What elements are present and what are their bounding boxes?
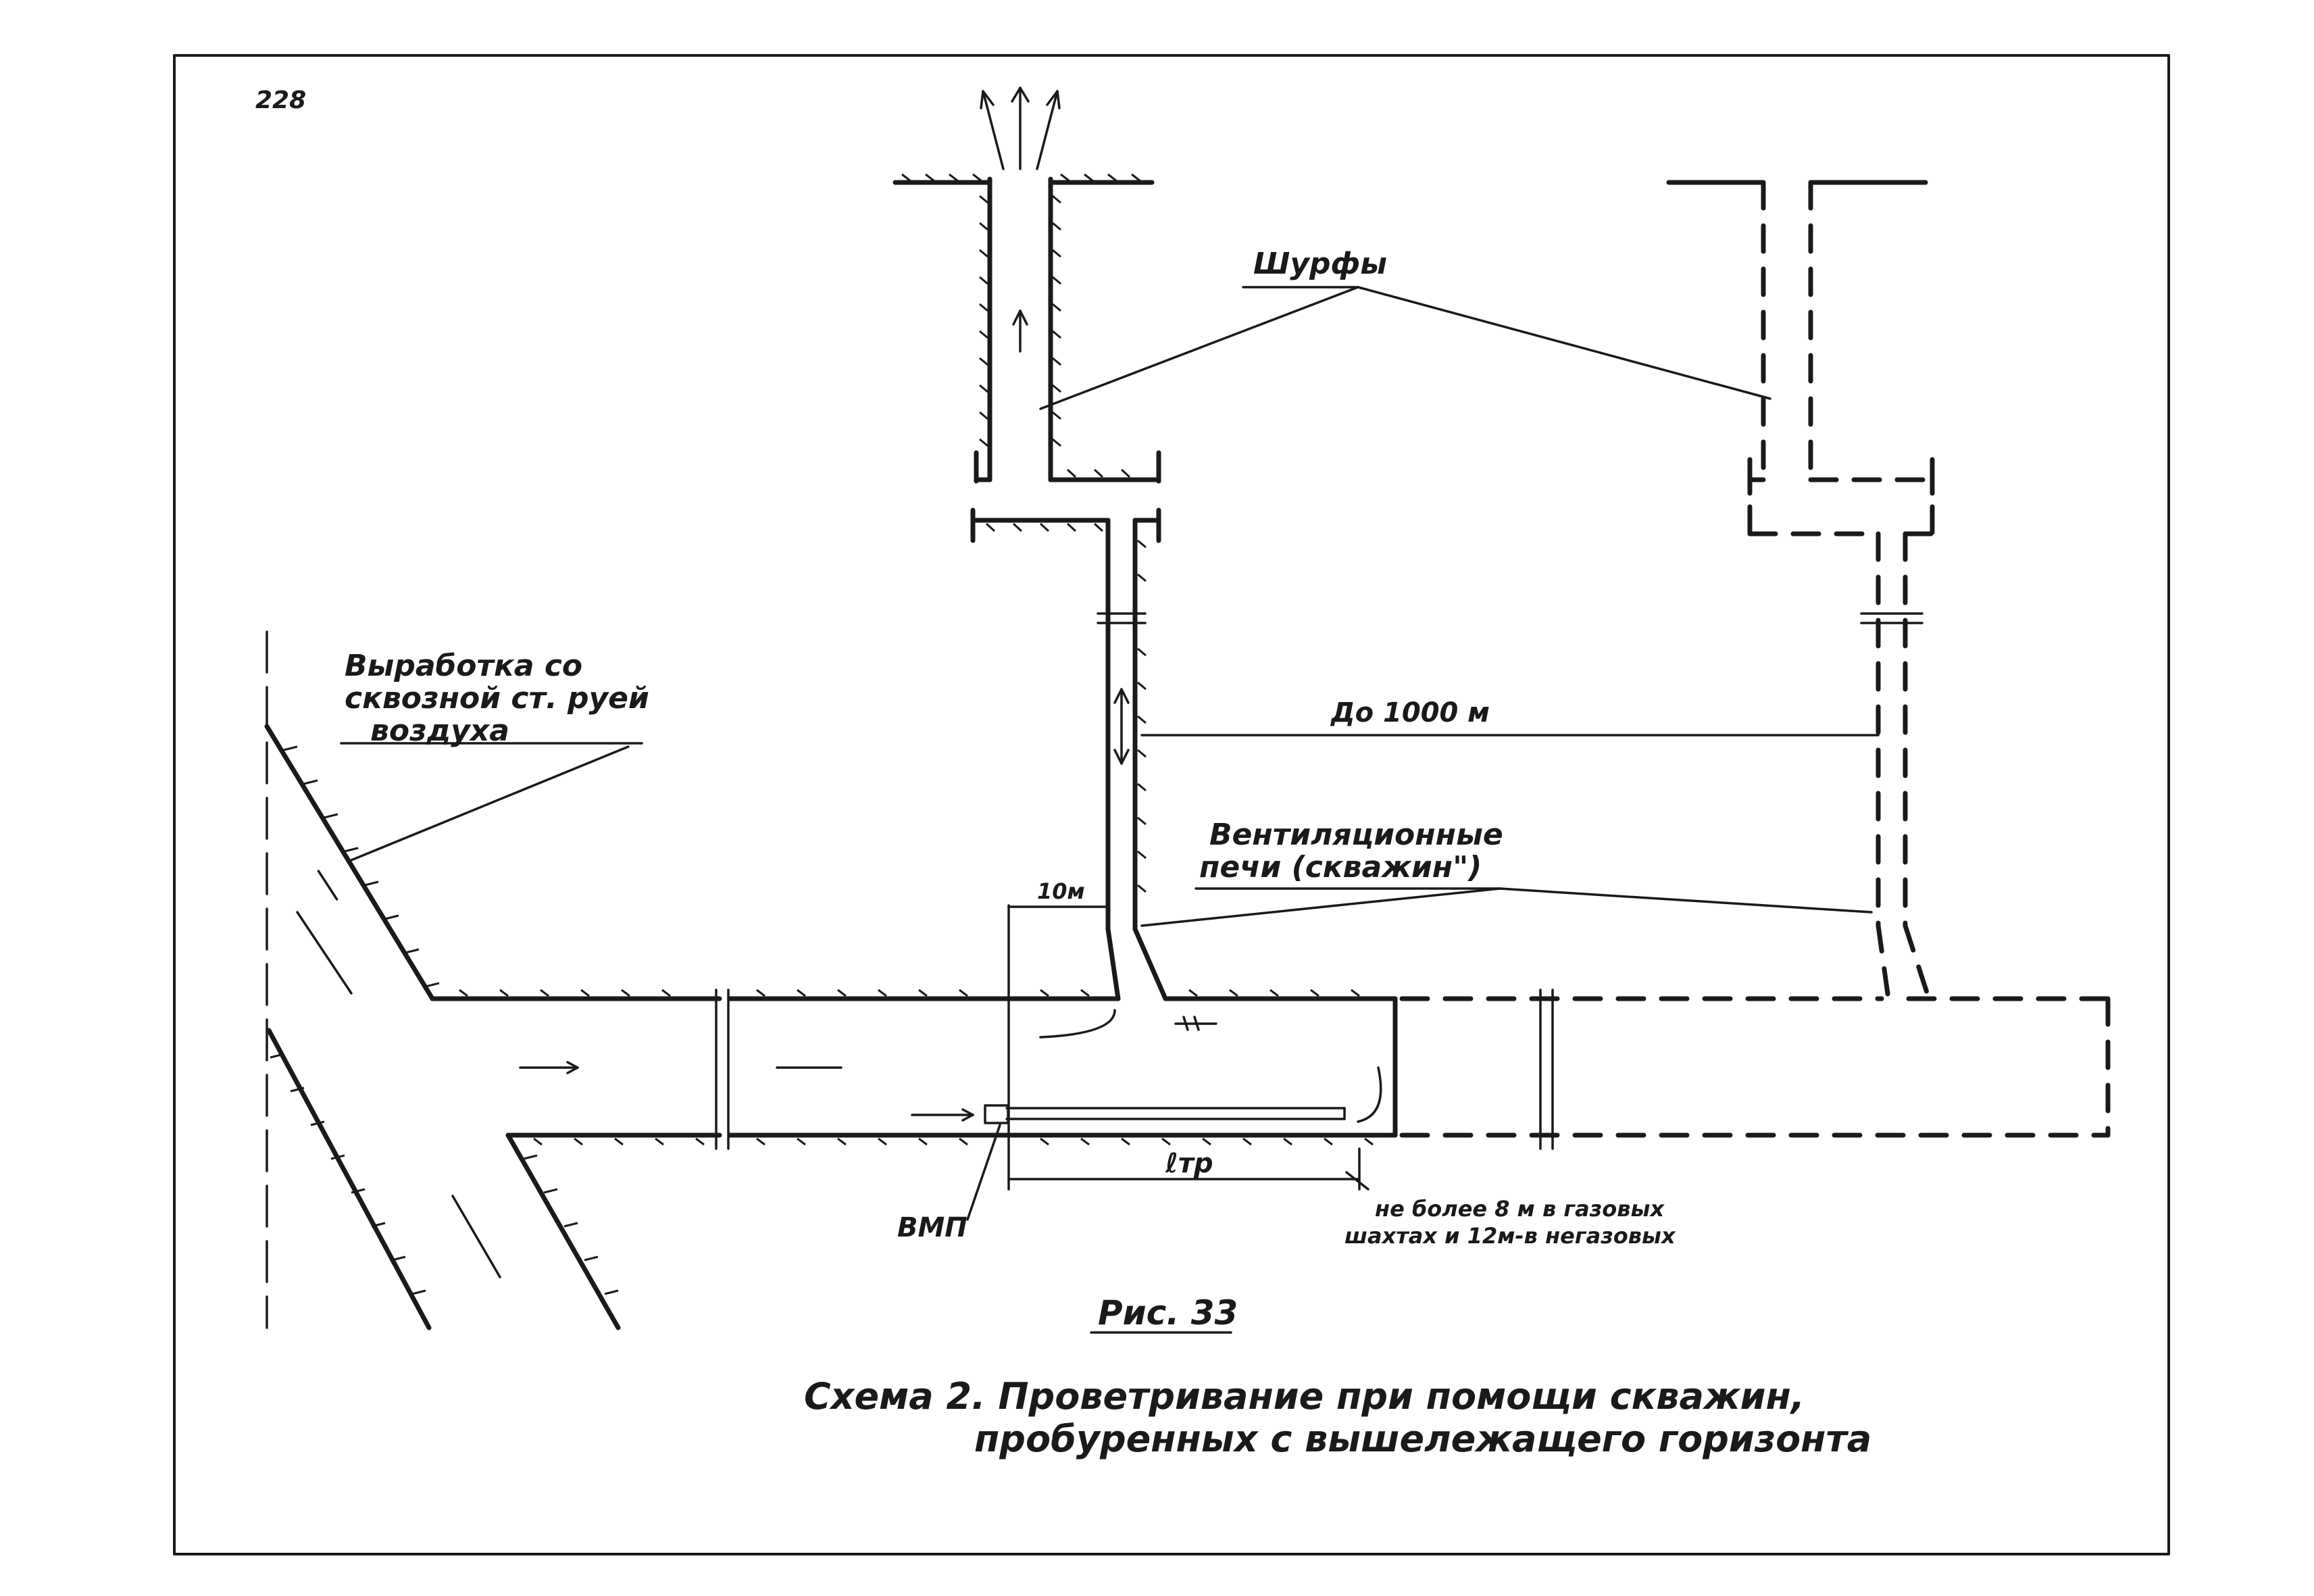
label-vmp: ВМП <box>897 1212 967 1243</box>
label-distance: До 1000 м <box>1330 697 1490 728</box>
shaft-left <box>892 173 1161 932</box>
label-ventilation-2: печи (скважин") <box>1199 850 1482 884</box>
ventilation-duct <box>984 1009 1382 1124</box>
air-outflow-arrows <box>980 86 1061 170</box>
figure-number: Рис. 33 <box>1098 1293 1238 1332</box>
main-drift <box>264 630 2111 1330</box>
page-number: 228 <box>255 86 306 114</box>
label-vyrabotka-3: воздуха <box>370 714 509 748</box>
drift-airflow-arrows <box>296 870 974 1278</box>
label-vyrabotka-1: Выработка со <box>345 649 582 683</box>
page-frame <box>173 54 2170 1555</box>
label-vyrabotka-2: сквозной ст. руей <box>345 681 649 716</box>
label-ten-m: 10м <box>1037 878 1085 904</box>
label-note-1: не более 8 м в газовых <box>1375 1196 1665 1222</box>
leader-lines <box>340 286 1873 1221</box>
dimension-lines <box>1007 734 1880 1191</box>
caption-title-1: Схема 2. Проветривание при помощи скважи… <box>804 1375 1805 1418</box>
label-shurfy: Шурфы <box>1253 247 1387 281</box>
caption-title-2: пробуренных с вышележащего горизонта <box>974 1418 1871 1460</box>
label-ventilation-1: Вентиляционные <box>1209 818 1503 852</box>
label-note-2: шахтах и 12м-в негазовых <box>1344 1223 1676 1249</box>
shaft-right-planned <box>1666 180 1935 928</box>
label-l-tr: ℓтр <box>1165 1148 1213 1179</box>
